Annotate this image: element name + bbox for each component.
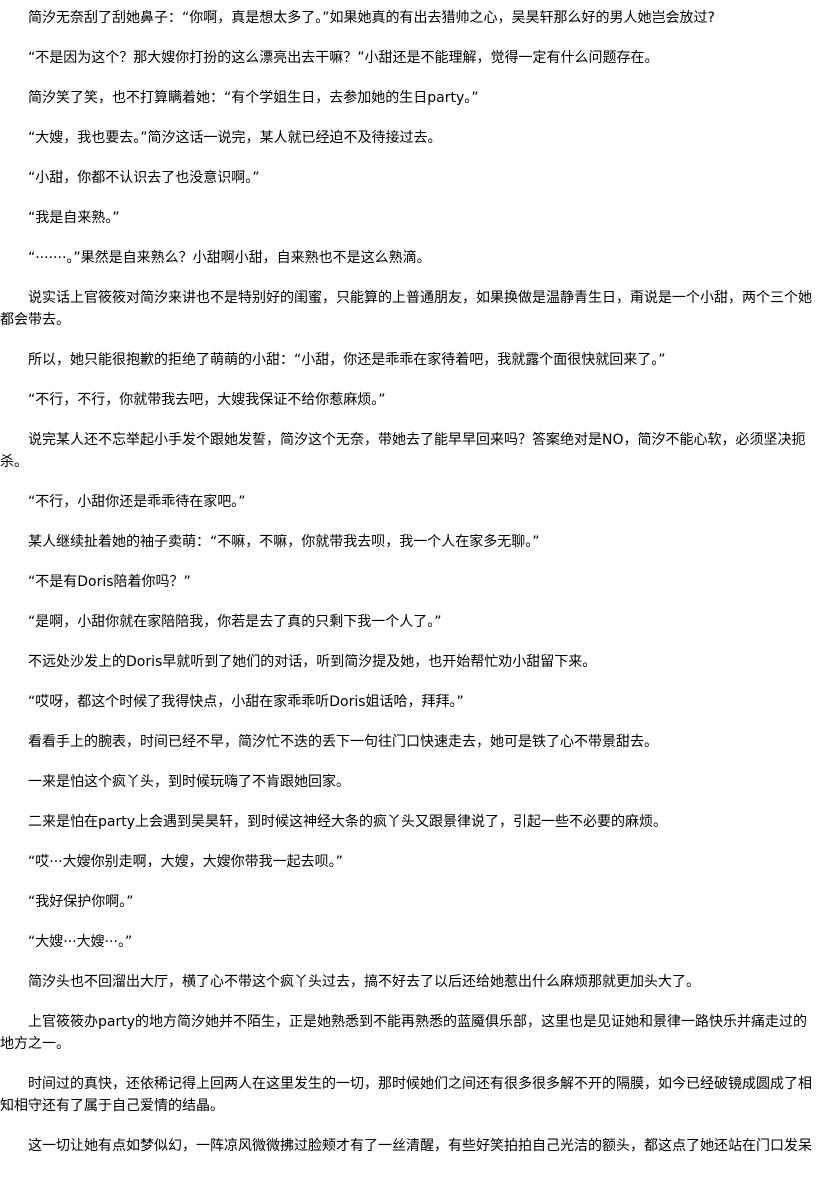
paragraph: 看看手上的腕表，时间已经不早，简汐忙不迭的丢下一句往门口快速走去，她可是铁了心不… [28, 734, 658, 750]
paragraph: 上官筱筱办party的地方简汐她并不陌生，正是她熟悉到不能再熟悉的蓝魇俱乐部，这… [0, 1014, 807, 1052]
paragraph: 某人继续扯着她的袖子卖萌：“不嘛，不嘛，你就带我去呗，我一个人在家多无聊。” [28, 534, 540, 550]
paragraph: 所以，她只能很抱歉的拒绝了萌萌的小甜：“小甜，你还是乖乖在家待着吧，我就露个面很… [28, 352, 666, 368]
paragraph: “不行，不行，你就带我去吧，大嫂我保证不给你惹麻烦。” [28, 392, 386, 408]
paragraph: 简汐头也不回溜出大厅，横了心不带这个疯丫头过去，搞不好去了以后还给她惹出什么麻烦… [28, 974, 700, 990]
paragraph: “大嫂···大嫂···。” [28, 934, 133, 950]
document-body: 简汐无奈刮了刮她鼻子：“你啊，真是想太多了。”如果她真的有出去猎帅之心，吴昊轩那… [0, 10, 812, 1154]
paragraph: 简汐笑了笑，也不打算瞒着她：“有个学姐生日，去参加她的生日party。” [28, 90, 479, 106]
paragraph: “小甜，你都不认识去了也没意识啊。” [28, 170, 260, 186]
paragraph: 二来是怕在party上会遇到吴昊轩，到时候这神经大条的疯丫头又跟景律说了，引起一… [28, 814, 667, 830]
paragraph: 说完某人还不忘举起小手发个跟她发誓，简汐这个无奈，带她去了能早早回来吗？答案绝对… [0, 432, 806, 470]
paragraph: 说实话上官筱筱对简汐来讲也不是特别好的闺蜜，只能算的上普通朋友，如果换做是温静青… [0, 290, 812, 328]
paragraph: “大嫂，我也要去。”简汐这话一说完，某人就已经迫不及待接过去。 [28, 130, 442, 146]
paragraph: “·······。”果然是自来熟么？小甜啊小甜，自来熟也不是这么熟滴。 [28, 250, 431, 266]
paragraph: “不行，小甜你还是乖乖待在家吧。” [28, 494, 246, 510]
paragraph: 简汐无奈刮了刮她鼻子：“你啊，真是想太多了。”如果她真的有出去猎帅之心，吴昊轩那… [28, 10, 715, 26]
paragraph: 这一切让她有点如梦似幻，一阵凉风微微拂过脸颊才有了一丝清醒，有些好笑拍拍自己光洁… [28, 1138, 812, 1154]
paragraph: “我好保护你啊。” [28, 894, 134, 910]
paragraph: 不远处沙发上的Doris早就听到了她们的对话，听到简汐提及她，也开始帮忙劝小甜留… [28, 654, 597, 670]
paragraph: 一来是怕这个疯丫头，到时候玩嗨了不肯跟她回家。 [28, 774, 350, 790]
paragraph: “哎···大嫂你别走啊，大嫂，大嫂你带我一起去呗。” [28, 854, 343, 870]
paragraph: “哎呀，都这个时候了我得快点，小甜在家乖乖听Doris姐话哈，拜拜。” [28, 694, 464, 710]
paragraph: 时间过的真快，还依稀记得上回两人在这里发生的一切，那时候她们之间还有很多很多解不… [0, 1076, 812, 1114]
paragraph: “是啊，小甜你就在家陪陪我，你若是去了真的只剩下我一个人了。” [28, 614, 442, 630]
paragraph: “不是因为这个？那大嫂你打扮的这么漂亮出去干嘛？”小甜还是不能理解，觉得一定有什… [28, 50, 659, 66]
paragraph: “不是有Doris陪着你吗？” [28, 574, 191, 590]
paragraph: “我是自来熟。” [28, 210, 120, 226]
